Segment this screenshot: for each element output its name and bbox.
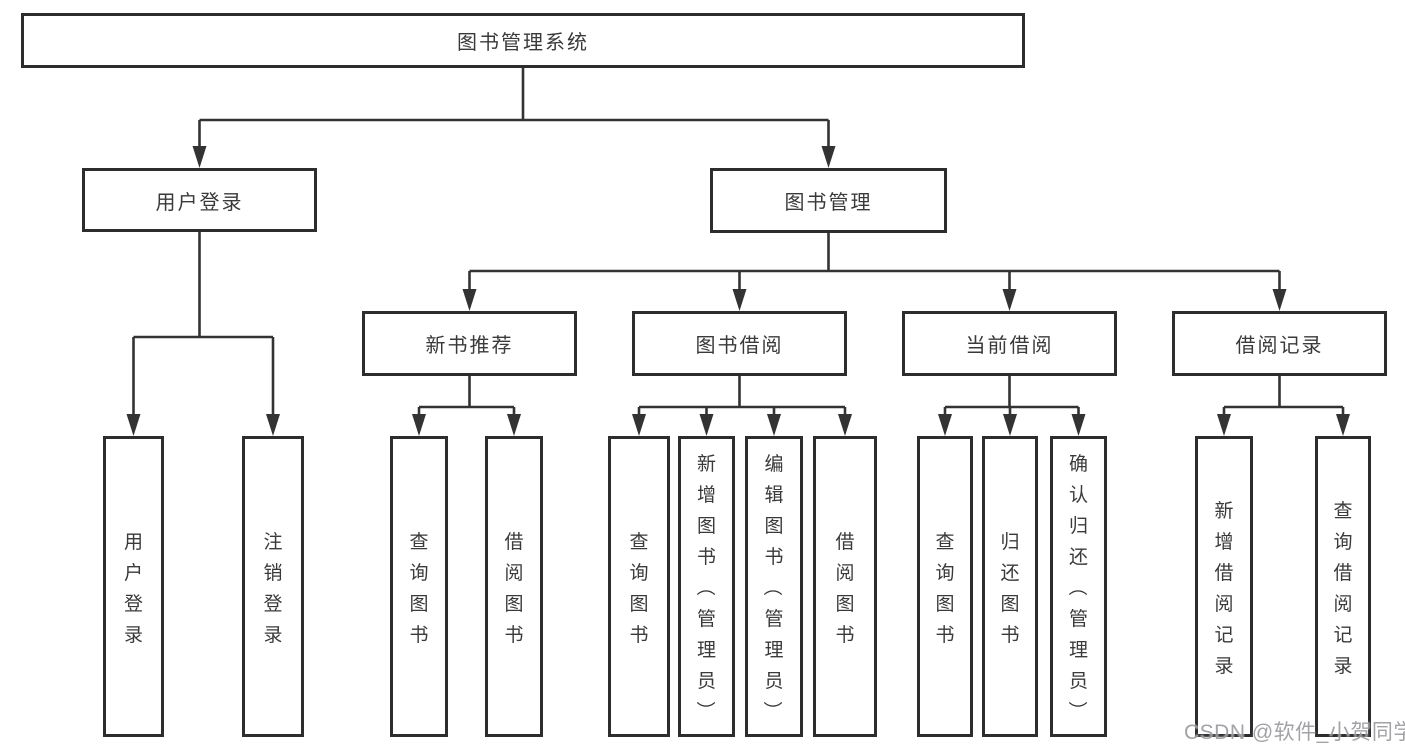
connector-book-borrow	[637, 376, 847, 418]
arrow-down-icon	[1217, 414, 1231, 436]
leaf-nbr-borrow-books-label: 借阅图书	[504, 531, 524, 646]
leaf-nbr-query-books: 查询图书	[390, 436, 448, 737]
arrow-down-icon	[1336, 414, 1350, 436]
leaf-bb-query-books-label: 查询图书	[629, 531, 649, 646]
connector-user-login	[132, 231, 275, 418]
arrow-down-icon	[192, 146, 207, 168]
leaf-nbr-borrow-books: 借阅图书	[485, 436, 543, 737]
connector-borrow-records	[1222, 376, 1345, 418]
leaf-bb-borrow-books-label: 借阅图书	[835, 531, 855, 646]
watermark: CSDN @软件_小贺同学	[1184, 721, 1405, 744]
leaf-br-add-record: 新增借阅记录	[1195, 436, 1253, 737]
node-root: 图书管理系统	[21, 13, 1025, 68]
leaf-logout-label: 注销登录	[263, 531, 283, 646]
arrow-down-icon	[1272, 289, 1287, 311]
node-book-management-label: 图书管理	[784, 192, 873, 214]
arrow-down-icon	[507, 414, 521, 436]
leaf-bb-query-books: 查询图书	[608, 436, 670, 737]
node-current-borrow-label: 当前借阅	[965, 335, 1054, 357]
connector-book-management	[468, 233, 1281, 293]
node-borrow-records-label: 借阅记录	[1235, 335, 1324, 357]
node-user-login: 用户登录	[82, 168, 317, 232]
connector-root	[198, 68, 830, 150]
leaf-user-login-label: 用户登录	[123, 531, 143, 646]
arrow-down-icon	[412, 414, 426, 436]
node-root-label: 图书管理系统	[457, 32, 589, 54]
leaf-cb-return-books: 归还图书	[982, 436, 1038, 737]
arrow-down-icon	[938, 414, 952, 436]
node-new-book-recommend-label: 新书推荐	[425, 335, 514, 357]
leaf-br-add-record-label: 新增借阅记录	[1214, 500, 1234, 677]
leaf-br-query-record: 查询借阅记录	[1315, 436, 1371, 737]
arrow-down-icon	[1071, 414, 1086, 436]
node-book-borrow: 图书借阅	[632, 311, 847, 376]
arrow-down-icon	[838, 414, 852, 436]
arrow-down-icon	[699, 414, 714, 436]
node-current-borrow: 当前借阅	[902, 311, 1117, 376]
leaf-cb-confirm-return-admin-label: 确认归还（管理员）	[1065, 454, 1088, 721]
leaf-bb-edit-books-admin-label: 编辑图书（管理员）	[761, 454, 784, 721]
arrow-down-icon	[266, 414, 280, 436]
arrow-down-icon	[1002, 289, 1017, 311]
leaf-cb-query-books-label: 查询图书	[935, 531, 955, 646]
arrow-down-icon	[821, 146, 836, 168]
leaf-cb-confirm-return-admin: 确认归还（管理员）	[1050, 436, 1107, 737]
arrow-down-icon	[126, 414, 141, 436]
leaf-nbr-query-books-label: 查询图书	[409, 531, 429, 646]
node-book-borrow-label: 图书借阅	[695, 335, 784, 357]
leaf-logout: 注销登录	[242, 436, 304, 737]
arrow-down-icon	[632, 414, 646, 436]
connector-new-book-recommend	[417, 376, 516, 418]
node-borrow-records: 借阅记录	[1172, 311, 1387, 376]
leaf-bb-add-books-admin: 新增图书（管理员）	[678, 436, 735, 737]
arrow-down-icon	[1003, 414, 1017, 436]
arrow-down-icon	[732, 289, 747, 311]
connector-current-borrow	[943, 376, 1080, 418]
leaf-user-login: 用户登录	[103, 436, 164, 737]
leaf-cb-query-books: 查询图书	[917, 436, 973, 737]
leaf-bb-edit-books-admin: 编辑图书（管理员）	[745, 436, 803, 737]
node-new-book-recommend: 新书推荐	[362, 311, 577, 376]
arrow-down-icon	[462, 289, 477, 311]
leaf-cb-return-books-label: 归还图书	[1000, 531, 1020, 646]
node-user-login-label: 用户登录	[155, 191, 244, 214]
arrow-down-icon	[767, 414, 781, 436]
node-book-management: 图书管理	[710, 168, 947, 233]
leaf-bb-add-books-admin-label: 新增图书（管理员）	[693, 454, 716, 721]
leaf-bb-borrow-books: 借阅图书	[813, 436, 877, 737]
leaf-br-query-record-label: 查询借阅记录	[1333, 500, 1353, 677]
